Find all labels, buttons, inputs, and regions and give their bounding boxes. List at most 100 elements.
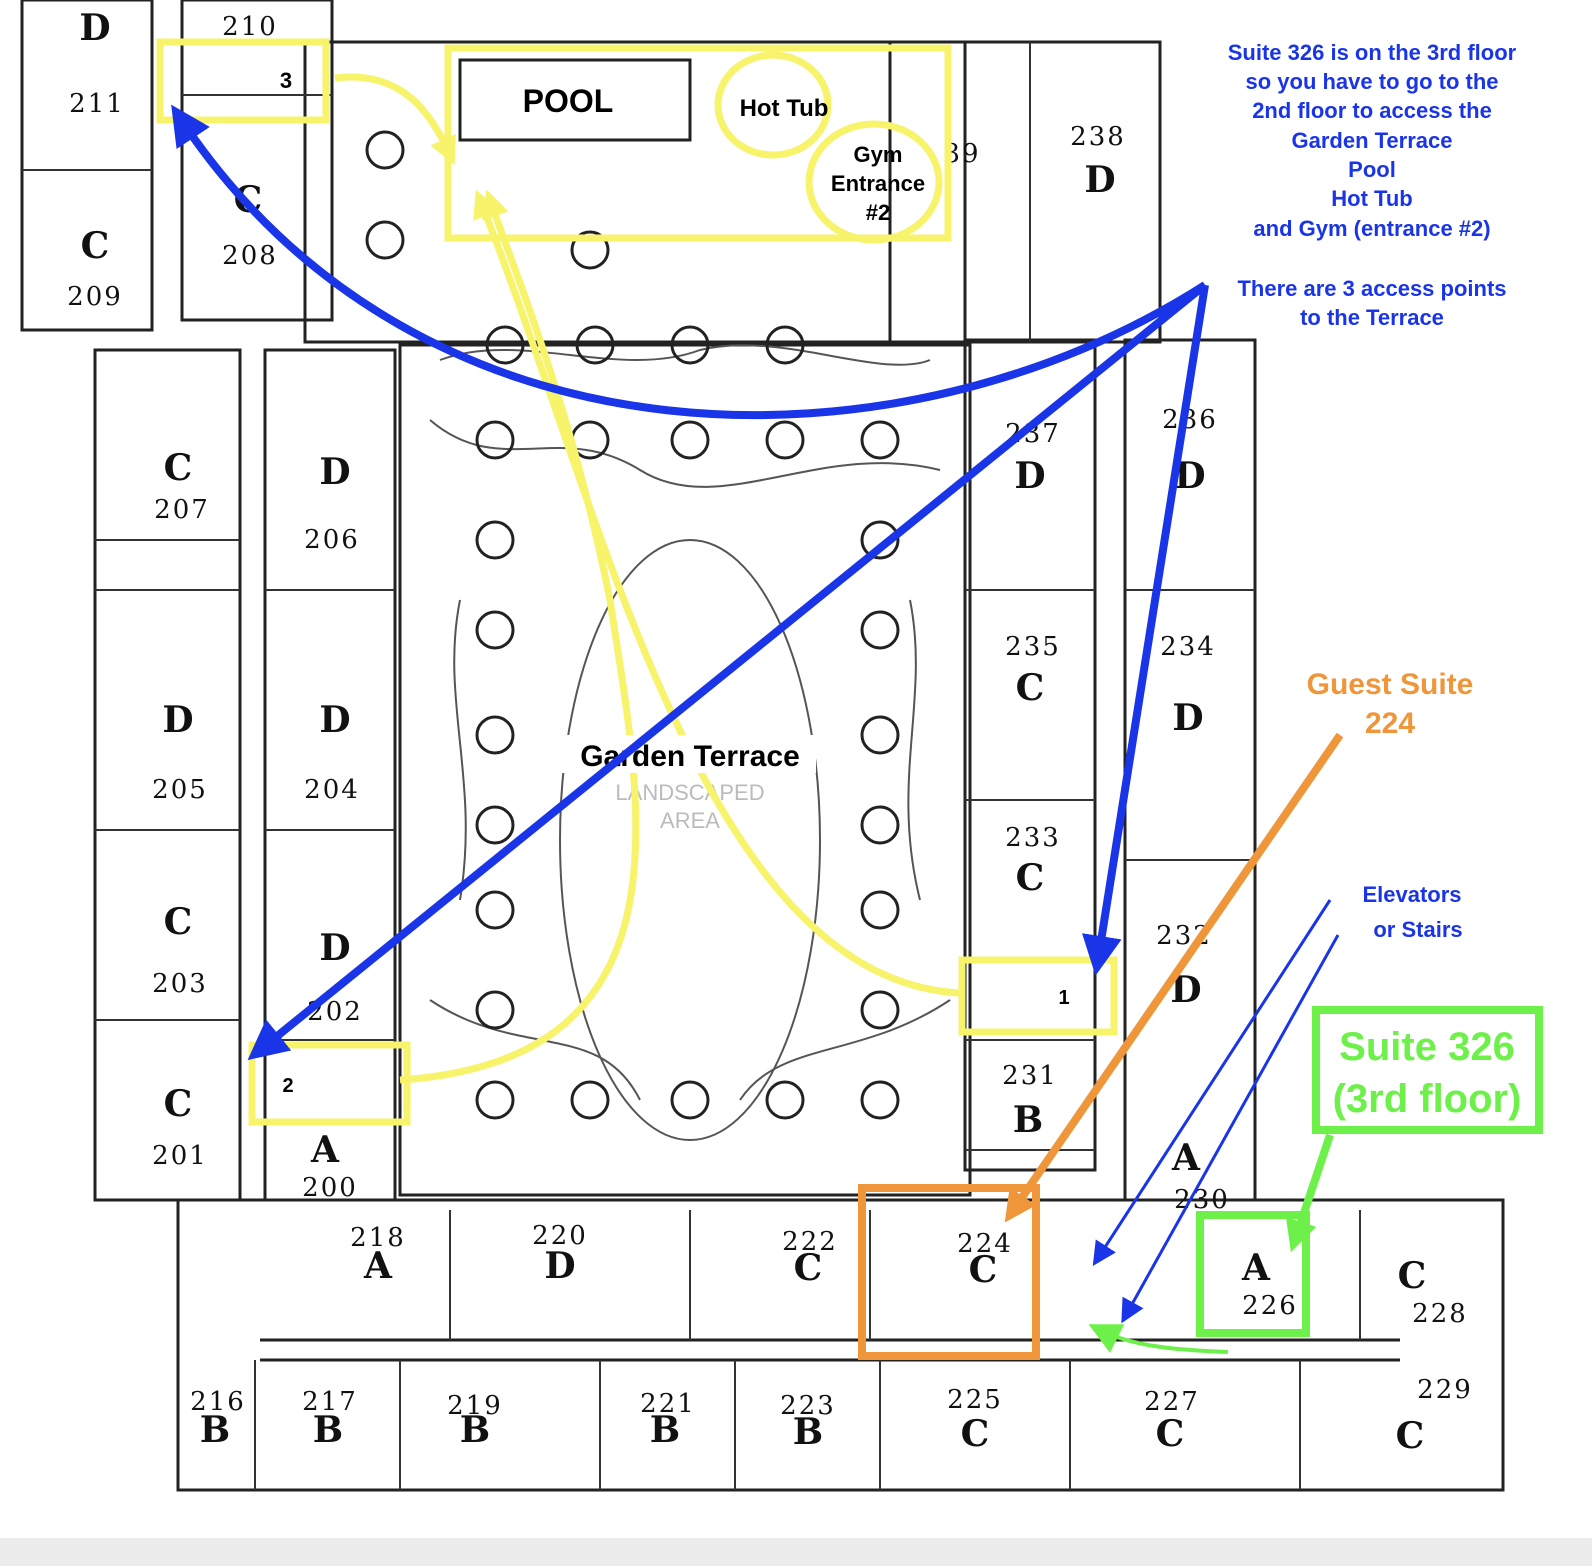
room-228-letter: C bbox=[1398, 1255, 1427, 1297]
landscaped-label-line1: LANDSCAPED bbox=[615, 780, 764, 805]
room-218-letter: A bbox=[363, 1245, 393, 1287]
room-219-letter: B bbox=[460, 1409, 490, 1451]
room-235-letter: C bbox=[1016, 667, 1045, 709]
elevator-arrows bbox=[1092, 899, 1340, 1324]
room-229-letter: C bbox=[1396, 1415, 1425, 1457]
access-2-box bbox=[248, 1041, 411, 1126]
room-209-number: 209 bbox=[67, 282, 123, 312]
room-217-number: 217 bbox=[302, 1387, 358, 1417]
room-234-letter: D bbox=[1172, 697, 1203, 739]
gym-label-line3: #2 bbox=[866, 200, 890, 225]
guest-suite-note: Guest Suite 224 bbox=[1307, 668, 1474, 740]
elevators-note: Elevators or Stairs bbox=[1362, 882, 1462, 942]
suite-326-arrow bbox=[1285, 1133, 1334, 1253]
access-1-box bbox=[958, 956, 1118, 1036]
guest-suite-224-box bbox=[858, 1184, 1040, 1360]
room-224-number: 224 bbox=[957, 1229, 1013, 1259]
room-222-letter: C bbox=[794, 1247, 823, 1289]
landscaped-area bbox=[429, 344, 951, 1141]
floor-note: Suite 326 is on the 3rd floor so you hav… bbox=[1228, 40, 1517, 241]
room-220-number: 220 bbox=[532, 1221, 588, 1251]
access-note-line1: There are 3 access points bbox=[1237, 276, 1506, 301]
room-230-letter: A bbox=[1171, 1137, 1201, 1179]
gym-label-line1: Gym bbox=[854, 142, 903, 167]
room-205-number: 205 bbox=[152, 775, 208, 805]
room-224-letter: C bbox=[969, 1249, 998, 1291]
room-227-number: 227 bbox=[1144, 1387, 1200, 1417]
floor-note-line2: so you have to go to the bbox=[1245, 69, 1498, 94]
room-202-letter: D bbox=[319, 927, 350, 969]
blue-arrow-to-2 bbox=[247, 281, 1208, 1061]
room-223-number: 223 bbox=[780, 1391, 836, 1421]
room-225-number: 225 bbox=[947, 1385, 1003, 1415]
green-path-arrow bbox=[1088, 1324, 1229, 1354]
yellow-annotations bbox=[156, 38, 1118, 1126]
room-221-number: 221 bbox=[640, 1389, 696, 1419]
gym-entrance-circle bbox=[805, 120, 943, 244]
guest-suite-line1: Guest Suite bbox=[1307, 668, 1474, 701]
elevators-line1: Elevators bbox=[1362, 882, 1461, 907]
suite-326-label-box bbox=[1312, 1006, 1543, 1134]
room-206-number: 206 bbox=[304, 525, 360, 555]
room-211-letter: D bbox=[79, 7, 110, 49]
room-206-letter: D bbox=[319, 451, 350, 493]
room-233-number: 233 bbox=[1005, 823, 1061, 853]
room-207-number: 207 bbox=[154, 495, 210, 525]
room-235-number: 235 bbox=[1005, 632, 1061, 662]
floor-note-line7: and Gym (entrance #2) bbox=[1253, 216, 1490, 241]
room-229-number: 229 bbox=[1417, 1375, 1473, 1405]
yellow-arrow-from-3 bbox=[334, 73, 456, 166]
access-3-label: 3 bbox=[280, 68, 292, 93]
access-1-label: 1 bbox=[1058, 987, 1069, 1009]
room-200-letter: A bbox=[310, 1129, 340, 1171]
access-note-line2: to the Terrace bbox=[1300, 305, 1444, 330]
access-2-label: 2 bbox=[282, 1075, 293, 1097]
access-3-box bbox=[156, 38, 330, 124]
room-238-letter: D bbox=[1084, 159, 1115, 201]
room-237-letter: D bbox=[1014, 455, 1045, 497]
room-231-number: 231 bbox=[1002, 1061, 1058, 1091]
room-203-number: 203 bbox=[152, 969, 208, 999]
room-205-letter: D bbox=[162, 699, 193, 741]
room-236-number: 236 bbox=[1162, 405, 1218, 435]
room-210-number: 210 bbox=[222, 12, 278, 42]
bottom-strip bbox=[0, 1538, 1592, 1566]
room-207-letter: C bbox=[164, 447, 193, 489]
blue-arrow-to-3 bbox=[171, 104, 1208, 420]
room-228-number: 228 bbox=[1412, 1299, 1468, 1329]
yellow-arrow-from-2 bbox=[399, 189, 640, 1084]
yellow-arrow-from-1 bbox=[473, 189, 961, 997]
room-labels: D 211 210 C 209 C 208 C 207 D 206 D 205 … bbox=[67, 7, 1473, 1457]
room-219-number: 219 bbox=[447, 1391, 503, 1421]
room-200-number: 200 bbox=[302, 1173, 358, 1203]
room-227-letter: C bbox=[1156, 1413, 1185, 1455]
guest-suite-line2: 224 bbox=[1365, 707, 1415, 740]
suite-326-note: Suite 326 (3rd floor) bbox=[1333, 1025, 1522, 1121]
gym-label-line2: Entrance bbox=[831, 171, 925, 196]
room-231-letter: B bbox=[1013, 1099, 1043, 1141]
room-209-letter: C bbox=[81, 225, 110, 267]
room-201-letter: C bbox=[164, 1083, 193, 1125]
room-233-letter: C bbox=[1016, 857, 1045, 899]
room-201-number: 201 bbox=[152, 1141, 208, 1171]
landscaped-label-line2: AREA bbox=[660, 808, 720, 833]
hot-tub-label: Hot Tub bbox=[740, 95, 829, 122]
room-226-number: 226 bbox=[1242, 1291, 1298, 1321]
pool-shape bbox=[458, 58, 692, 142]
room-226-letter: A bbox=[1241, 1247, 1271, 1289]
pool-label: POOL bbox=[523, 83, 614, 119]
orange-annotations bbox=[858, 732, 1344, 1360]
blue-arrows bbox=[171, 104, 1209, 1061]
suite-326-line1: Suite 326 bbox=[1339, 1025, 1515, 1069]
access-note: There are 3 access points to the Terrace bbox=[1237, 276, 1506, 330]
floor-note-line1: Suite 326 is on the 3rd floor bbox=[1228, 40, 1517, 65]
room-203-letter: C bbox=[164, 901, 193, 943]
room-220-letter: D bbox=[544, 1245, 575, 1287]
room-230-number: 230 bbox=[1174, 1185, 1230, 1215]
suite-326-line2: (3rd floor) bbox=[1333, 1077, 1522, 1121]
room-216-letter: B bbox=[200, 1409, 230, 1451]
room-225-letter: C bbox=[961, 1413, 990, 1455]
room-218-number: 218 bbox=[350, 1223, 406, 1253]
blue-arrow-to-1 bbox=[1082, 284, 1209, 976]
